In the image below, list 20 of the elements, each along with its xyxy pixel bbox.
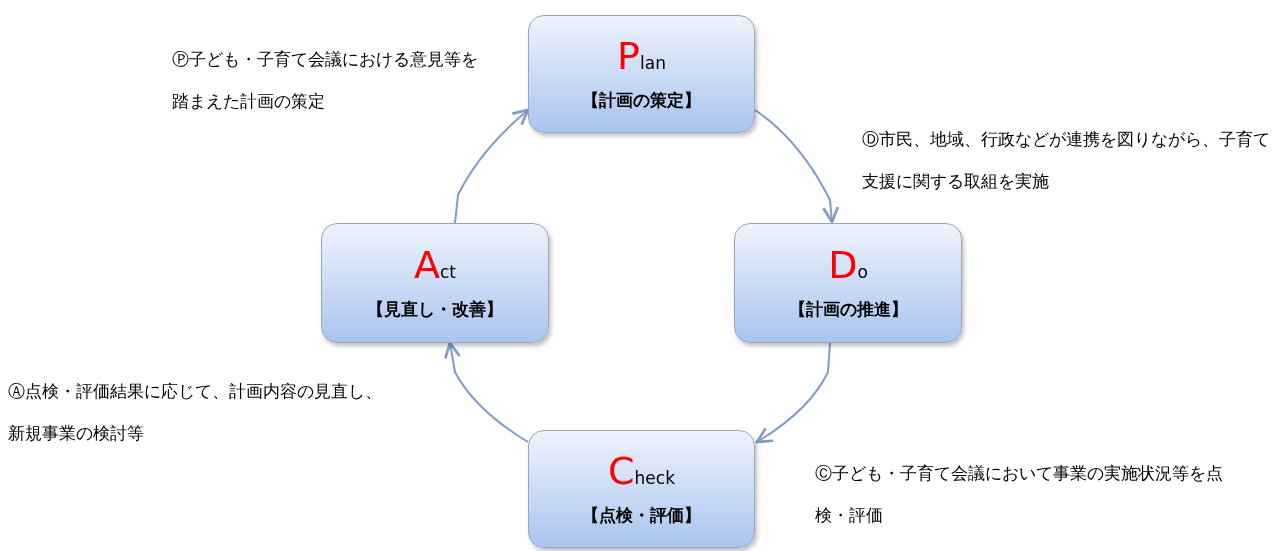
- cycle-arrow: [754, 109, 840, 224]
- phase-subtitle: 【点検・評価】: [582, 503, 701, 527]
- phase-subtitle: 【見直し・改善】: [367, 297, 503, 321]
- phase-box: [528, 430, 755, 548]
- phase-box: [321, 223, 549, 343]
- phase-box: [528, 15, 755, 133]
- phase-title: Plan: [617, 36, 666, 75]
- cycle-arrow: [444, 341, 529, 443]
- phase-title: Act: [414, 245, 456, 284]
- phase-title: Do: [828, 245, 868, 284]
- description-text: Ⓟ子ども・子育て会議における意見等を踏まえた計画の策定: [172, 48, 479, 113]
- cycle-arrow: [755, 342, 831, 444]
- phase-box: [734, 223, 962, 343]
- phase-subtitle: 【計画の策定】: [582, 88, 701, 112]
- description-text: Ⓒ子ども・子育て会議において事業の実施状況等を点検・評価: [815, 462, 1224, 527]
- phase-title: Check: [608, 451, 675, 490]
- cycle-arrow: [454, 108, 530, 224]
- phase-subtitle: 【計画の推進】: [788, 297, 908, 321]
- description-text: Ⓐ点検・評価結果に応じて、計画内容の見直し、新規事業の検討等: [8, 380, 383, 445]
- description-text: Ⓓ市民、地域、行政などが連携を図りながら、子育て支援に関する取組を実施: [862, 128, 1271, 193]
